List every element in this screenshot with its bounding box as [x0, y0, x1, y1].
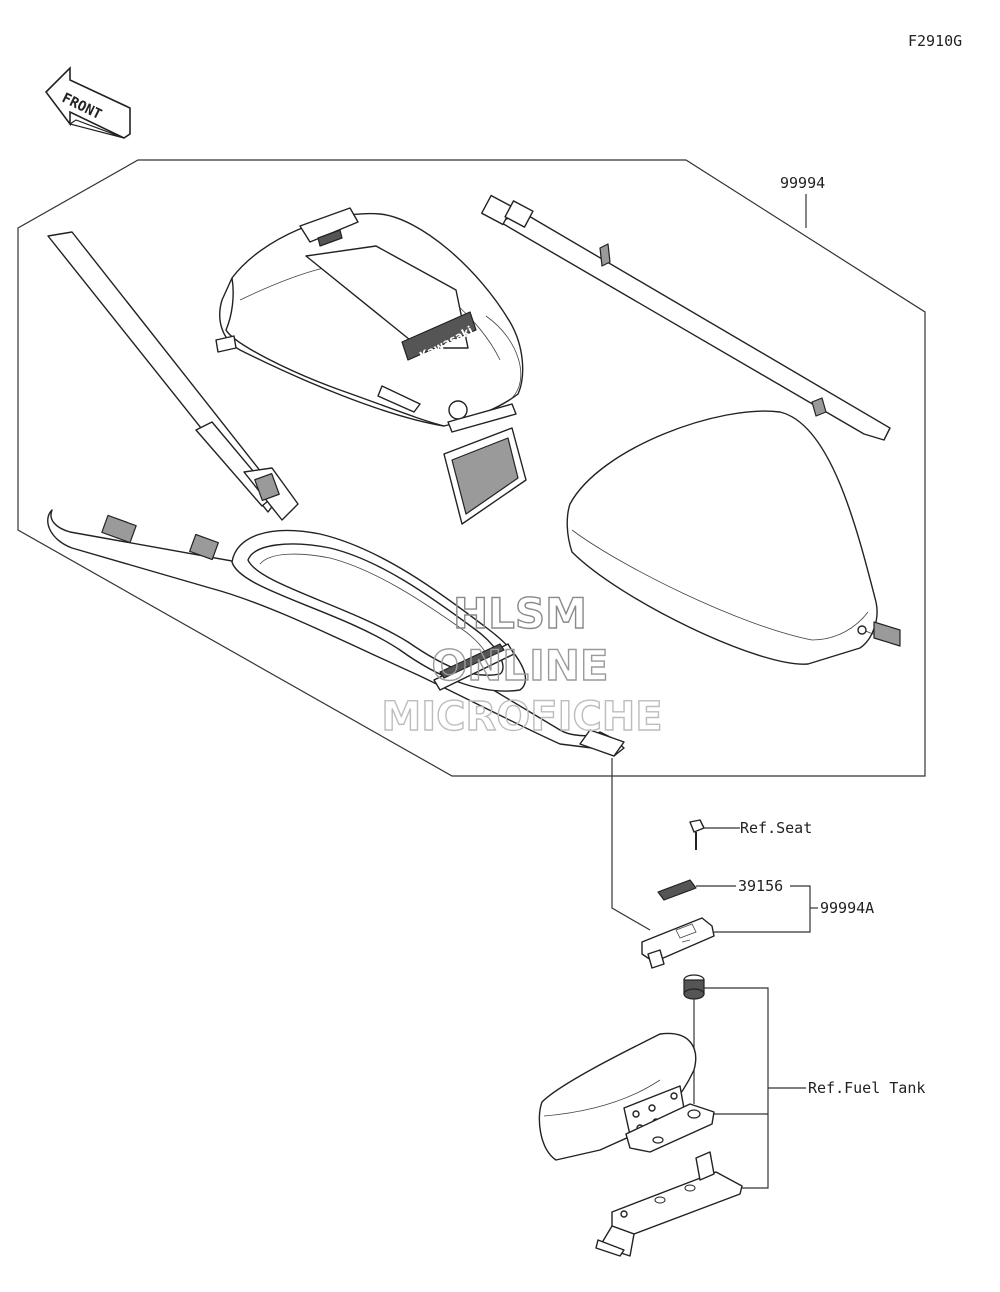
- watermark-line3: MICROFICHE: [381, 694, 662, 740]
- seat-cover: [566, 410, 901, 665]
- bracket-kit-number: 99994A: [820, 899, 874, 917]
- bolt: [689, 819, 705, 850]
- figure-code: F2910G: [908, 32, 962, 50]
- tank-bag: Kawasaki: [215, 207, 527, 525]
- sticker: [657, 879, 697, 901]
- mounting-bracket: [641, 917, 715, 969]
- ref-fuel-tank-label: Ref.Fuel Tank: [808, 1079, 925, 1097]
- kit-outline: [17, 159, 926, 777]
- bracket-kit-leader: [714, 885, 811, 933]
- fuel-tank: [538, 1032, 715, 1161]
- tank-harness: [47, 231, 625, 757]
- watermark-line1: HLSM: [453, 589, 587, 638]
- rubber-grommet: [683, 974, 705, 1000]
- frame-mount: [595, 1151, 743, 1257]
- sticker-part-number: 39156: [738, 877, 783, 895]
- fuel-tank-leader: [704, 987, 769, 1189]
- callout-kit-number: 99994: [780, 174, 825, 192]
- watermark: HLSM ONLINE MICROFICHE: [381, 588, 664, 740]
- tank-strap: [481, 194, 891, 441]
- kit-to-bracket-leader: [611, 758, 651, 931]
- watermark-line2: ONLINE: [431, 641, 608, 690]
- ref-seat-label: Ref.Seat: [740, 819, 812, 837]
- front-arrow-icon: FRONT: [44, 66, 131, 139]
